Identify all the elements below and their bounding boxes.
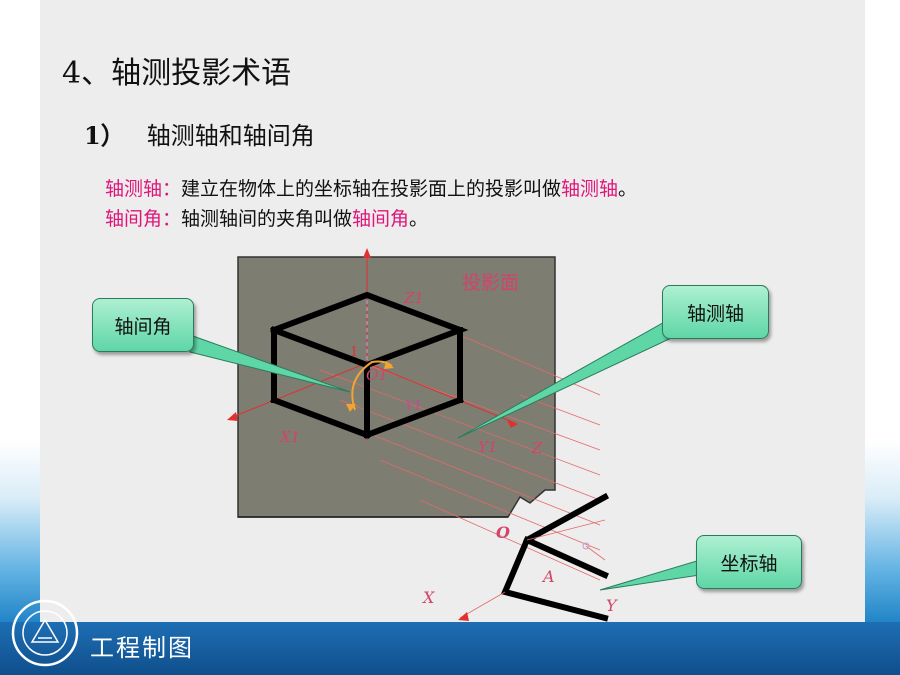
label-a: A <box>541 567 555 586</box>
label-x: X <box>421 588 435 607</box>
callout-axis-angle: 轴间角 <box>92 298 194 352</box>
section-subtitle: 1） 轴测轴和轴间角 <box>84 116 315 151</box>
definition-axonometric-axis: 轴测轴：建立在物体上的坐标轴在投影面上的投影叫做轴测轴。 <box>105 178 638 200</box>
label-z: Z <box>531 439 543 457</box>
label-o1: O1 <box>366 366 388 384</box>
label-x1: X1 <box>279 428 300 446</box>
footer-title: 工程制图 <box>90 634 194 662</box>
definition-axis-angle: 轴间角：轴测轴间的夹角叫做轴间角。 <box>105 208 429 230</box>
callout-axonometric-axis: 轴测轴 <box>662 285 769 339</box>
label-o: O <box>496 523 510 542</box>
label-y1: Y1 <box>478 438 497 456</box>
label-y1-alt: Y1 <box>405 399 422 414</box>
callout-coordinate-axis: 坐标轴 <box>696 535 802 589</box>
section-number: 1） <box>84 121 125 150</box>
label-z1: Z1 <box>403 289 424 307</box>
projection-plane <box>237 256 556 518</box>
plane-label: 投影面 <box>462 272 519 294</box>
footer-bar <box>0 622 900 675</box>
page-title: 4、轴测投影术语 <box>62 56 292 91</box>
definitions: 轴测轴：建立在物体上的坐标轴在投影面上的投影叫做轴测轴。 轴间角：轴测轴间的夹角… <box>105 174 637 234</box>
section-title: 轴测轴和轴间角 <box>146 122 315 150</box>
pointer-coordinate <box>599 559 701 591</box>
label-one: 1 <box>350 345 358 360</box>
university-seal-icon <box>11 599 79 667</box>
label-y: Y <box>606 596 618 615</box>
